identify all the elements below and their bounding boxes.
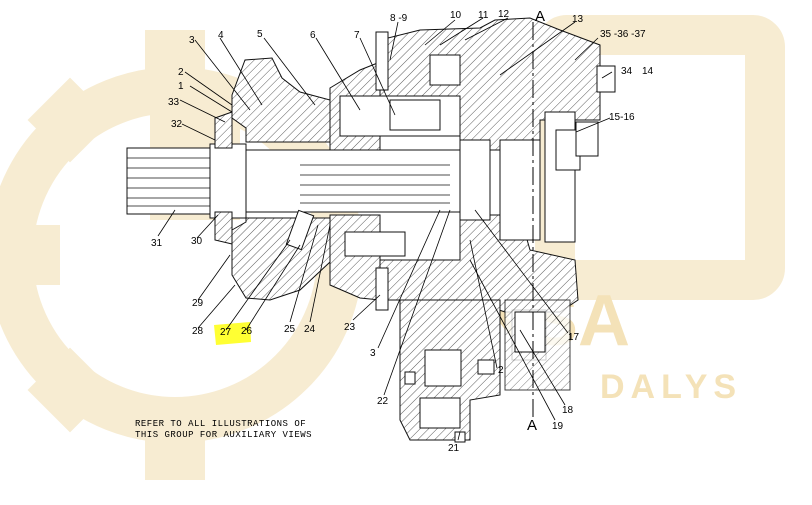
callout-30: 30 [191,236,203,247]
callout-26: 26 [241,326,253,337]
callout-8-9: 8 -9 [390,13,408,24]
callout-29: 29 [192,298,204,309]
callout-10: 10 [450,10,462,21]
callout-27-highlight [214,322,251,345]
callout-6: 6 [310,30,316,41]
callout-12: 12 [498,9,510,20]
callout-34: 34 [621,66,633,77]
callout-33: 33 [168,97,180,108]
callout-11: 11 [478,10,489,21]
callout-2b: 2 [498,365,504,376]
callout-22: 22 [377,396,389,407]
callouts: 1 2 3 4 5 6 7 8 -9 10 11 12 A 13 35 -36 … [151,8,654,454]
input-shaft [126,143,462,219]
rear-housing [379,17,616,313]
callout-13: 13 [572,14,584,25]
callout-3: 3 [189,35,195,46]
callout-28: 28 [192,326,204,337]
note-line-2: THIS GROUP FOR AUXILIARY VIEWS [135,430,312,440]
watermark-sub-text: DALYS [600,368,742,406]
section-mark-top: A [535,8,545,25]
callout-18: 18 [562,405,574,416]
callout-4: 4 [218,30,224,41]
callout-24: 24 [304,324,316,335]
callout-7: 7 [354,30,360,41]
callout-31: 31 [151,238,163,249]
callout-19: 19 [552,421,564,432]
callout-15-16: 15-16 [609,112,635,123]
callout-2: 2 [178,67,184,78]
callout-25: 25 [284,324,296,335]
section-mark-bottom: A [527,417,537,434]
callout-32: 32 [171,119,183,130]
middle-housing [329,61,461,301]
callout-17: 17 [568,332,580,343]
callout-1: 1 [178,81,184,92]
callout-3b: 3 [370,348,376,359]
valve-body [399,299,571,443]
callout-35-36-37: 35 -36 -37 [600,29,646,40]
callout-14: 14 [642,66,654,77]
callout-27: 27 [220,327,232,338]
watermark: SKSA DALYS [0,15,785,480]
callout-5: 5 [257,29,263,40]
pump-cross-section [126,17,616,443]
callout-23: 23 [344,322,356,333]
note-line-1: REFER TO ALL ILLUSTRATIONS OF [135,419,306,429]
drawing-note: REFER TO ALL ILLUSTRATIONS OF THIS GROUP… [135,419,312,440]
leader-lines [157,17,613,441]
callout-21: 21 [448,443,460,454]
bolts [285,31,389,311]
